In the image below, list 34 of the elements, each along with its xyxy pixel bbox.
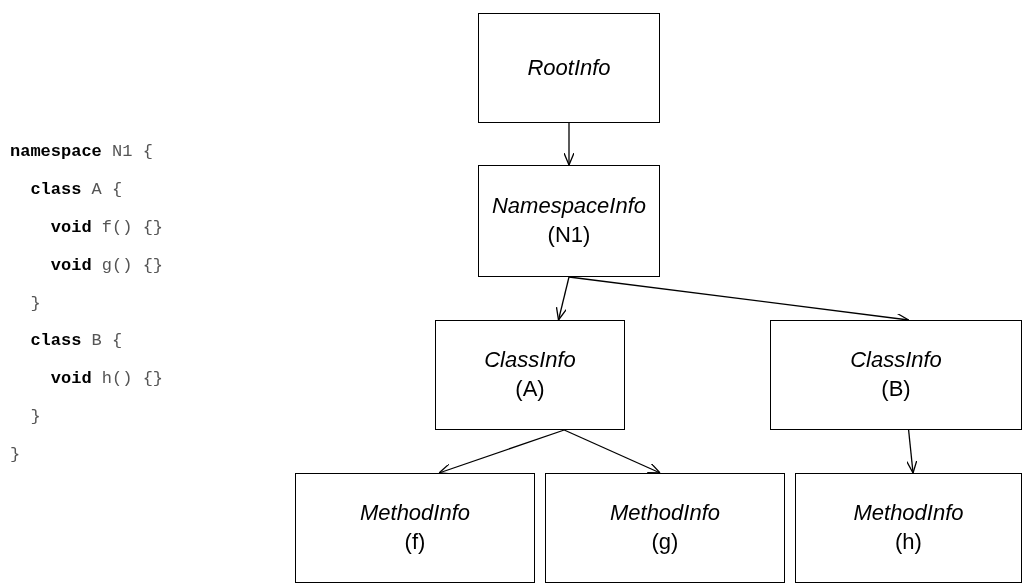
box-subtitle: (h) xyxy=(895,528,922,556)
code-line: namespace N1 { xyxy=(10,141,154,163)
box-subtitle: (g) xyxy=(651,528,679,556)
class-box xyxy=(478,13,660,123)
box-title: MethodInfo xyxy=(853,499,964,528)
box-subtitle: (f) xyxy=(404,528,426,556)
box-title: ClassInfo xyxy=(850,346,942,375)
class-box xyxy=(795,473,1022,583)
box-title: NamespaceInfo xyxy=(491,192,647,221)
arrow xyxy=(555,276,570,321)
box-subtitle: (A) xyxy=(515,375,545,403)
code-line: } xyxy=(29,406,42,429)
code-line: void f() {} xyxy=(49,216,164,239)
arrow xyxy=(563,429,661,474)
class-box xyxy=(478,165,660,277)
code-line: } xyxy=(10,444,22,467)
code-line: void g() {} xyxy=(49,254,164,277)
box-title: ClassInfo xyxy=(484,346,576,375)
code-line: } xyxy=(29,292,42,315)
code-line: class B { xyxy=(29,330,124,353)
arrow xyxy=(906,429,918,474)
box-title: MethodInfo xyxy=(359,499,471,528)
arrow xyxy=(438,429,565,475)
box-subtitle: (N1) xyxy=(547,221,591,249)
box-subtitle: (B) xyxy=(881,375,911,403)
box-title: RootInfo xyxy=(527,53,611,82)
class-box xyxy=(770,320,1022,430)
class-box xyxy=(295,473,535,583)
code-line: class A { xyxy=(29,178,124,201)
code-line: void h() {} xyxy=(49,368,164,391)
class-box xyxy=(435,320,625,430)
box-title: MethodInfo xyxy=(609,499,721,528)
arrow xyxy=(563,122,575,166)
class-box xyxy=(545,473,785,583)
